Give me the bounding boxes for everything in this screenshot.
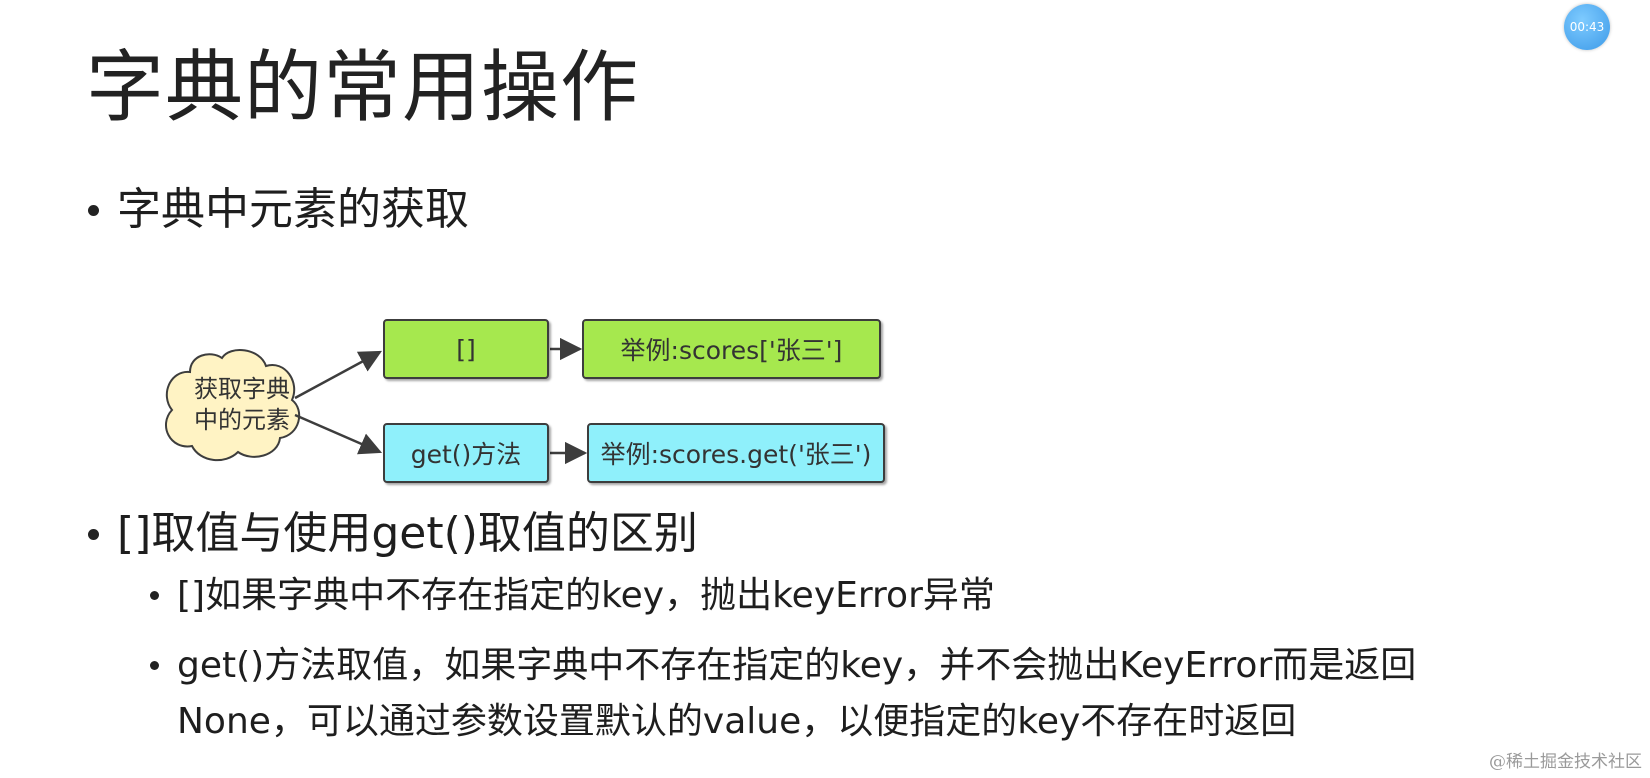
cloud-label: 获取字典 中的元素: [172, 374, 312, 436]
bracket-example-box: 举例:scores['张三']: [582, 319, 881, 379]
bullet-text: []取值与使用get()取值的区别: [117, 508, 698, 559]
get-box: get()方法: [383, 423, 549, 483]
bullet-item: 字典中元素的获取: [88, 180, 469, 240]
cloud-label-line2: 中的元素: [194, 406, 290, 434]
bullet-dot: [150, 591, 159, 600]
sub-bullet-text: []如果字典中不存在指定的key，抛出keyError异常: [177, 575, 995, 616]
bullet-text: 字典中元素的获取: [117, 184, 469, 235]
get-example-box: 举例:scores.get('张三'): [587, 423, 885, 483]
watermark: @稀土掘金技术社区: [1489, 752, 1642, 772]
arrow-cloud-to-get: [294, 413, 383, 455]
bracket-box: []: [383, 319, 549, 379]
sub-bullet-item: get()方法取值，如果字典中不存在指定的key，并不会抛出KeyError而是…: [150, 638, 1480, 750]
bullet-dot: [88, 529, 99, 540]
bullet-dot: [88, 205, 99, 216]
cloud-shape: [165, 349, 301, 462]
cloud-label-line1: 获取字典: [194, 375, 290, 403]
sub-bullet-item: []如果字典中不存在指定的key，抛出keyError异常: [150, 570, 995, 622]
recording-timer[interactable]: 00:43: [1564, 4, 1610, 50]
bullet-item: []取值与使用get()取值的区别: [88, 504, 698, 564]
arrow-cloud-to-bracket: [294, 350, 382, 400]
sub-bullet-text: get()方法取值，如果字典中不存在指定的key，并不会抛出KeyError而是…: [177, 645, 1417, 742]
slide-title: 字典的常用操作: [86, 43, 640, 133]
bullet-dot: [150, 661, 159, 670]
